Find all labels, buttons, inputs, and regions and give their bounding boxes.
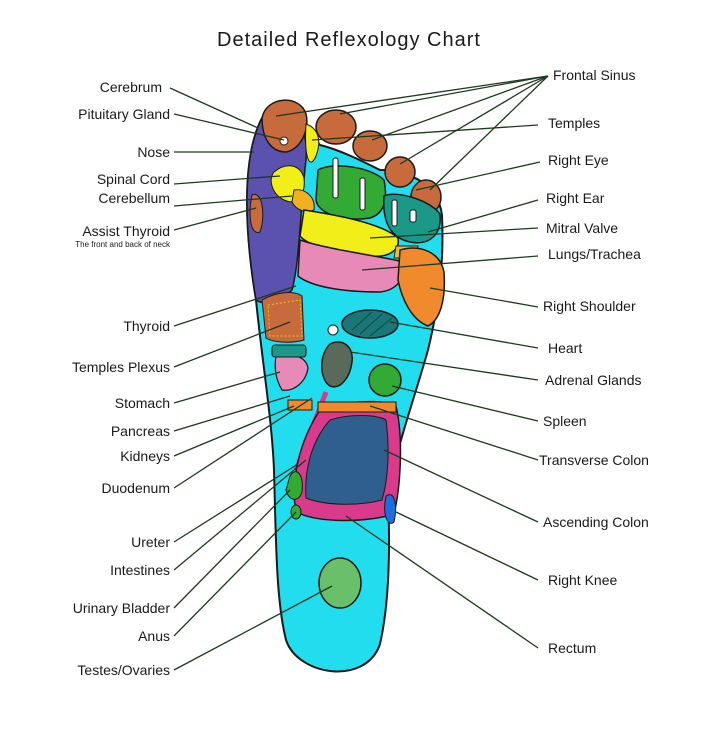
intestine-inner bbox=[305, 415, 389, 505]
label-assist-thyroid: Assist Thyroid bbox=[82, 223, 170, 239]
label-cerebrum: Cerebrum bbox=[100, 79, 162, 95]
pancreas-orange bbox=[287, 399, 313, 411]
label-thyroid: Thyroid bbox=[123, 318, 170, 334]
shoulder-orange bbox=[397, 247, 446, 327]
right-labels: Frontal Sinus Temples Right Eye Right Ea… bbox=[539, 67, 649, 656]
knee-blue bbox=[384, 494, 397, 524]
neck-strip bbox=[249, 193, 264, 233]
label-right-eye: Right Eye bbox=[548, 152, 609, 168]
transverse-colon-bar bbox=[317, 401, 397, 413]
label-spleen: Spleen bbox=[543, 413, 587, 429]
toe-4 bbox=[384, 156, 416, 188]
leader-lines bbox=[169, 75, 549, 671]
heart-dot bbox=[327, 324, 339, 336]
label-mitral-valve: Mitral Valve bbox=[546, 220, 618, 236]
toe-gap-2 bbox=[359, 177, 366, 211]
toe-3 bbox=[352, 130, 388, 162]
stomach-teal bbox=[271, 344, 307, 358]
toe-2 bbox=[315, 109, 357, 145]
label-pituitary-gland: Pituitary Gland bbox=[78, 106, 170, 122]
toe-gap-3 bbox=[391, 199, 398, 227]
label-anus: Anus bbox=[138, 628, 170, 644]
toe-gap-4 bbox=[409, 209, 417, 223]
heart-hatch bbox=[351, 311, 393, 337]
label-right-knee: Right Knee bbox=[548, 572, 617, 588]
label-kidneys: Kidneys bbox=[120, 448, 170, 464]
eye-green bbox=[315, 165, 387, 220]
thyroid-strip bbox=[261, 292, 305, 343]
label-rectum: Rectum bbox=[548, 640, 596, 656]
label-stomach: Stomach bbox=[115, 395, 170, 411]
temples-yellow bbox=[305, 123, 320, 163]
label-pancreas: Pancreas bbox=[111, 423, 170, 439]
label-temples: Temples bbox=[548, 115, 600, 131]
spinal-area bbox=[291, 189, 315, 213]
label-right-ear: Right Ear bbox=[546, 190, 605, 206]
label-testes-ovaries: Testes/Ovaries bbox=[77, 662, 170, 678]
label-frontal-sinus: Frontal Sinus bbox=[553, 67, 635, 83]
label-intestines: Intestines bbox=[110, 562, 170, 578]
pituitary-dot bbox=[279, 136, 289, 146]
toe-gap-1 bbox=[332, 157, 339, 199]
label-lungs-trachea: Lungs/Trachea bbox=[548, 246, 641, 262]
label-ureter: Ureter bbox=[131, 534, 170, 550]
label-temples-plexus: Temples Plexus bbox=[72, 359, 170, 375]
label-heart: Heart bbox=[548, 340, 582, 356]
label-nose: Nose bbox=[137, 144, 170, 160]
thyroid-hatch bbox=[267, 299, 303, 337]
testes-green bbox=[318, 557, 362, 609]
bladder-green bbox=[285, 471, 303, 500]
label-spinal-cord: Spinal Cord bbox=[97, 171, 170, 187]
label-adrenal-glands: Adrenal Glands bbox=[545, 372, 642, 388]
adrenal-grey bbox=[321, 341, 353, 388]
label-duodenum: Duodenum bbox=[102, 480, 171, 496]
foot-illustration bbox=[246, 99, 446, 673]
label-transverse-colon: Transverse Colon bbox=[539, 452, 649, 468]
label-urinary-bladder: Urinary Bladder bbox=[73, 600, 171, 616]
spleen-green bbox=[368, 363, 402, 397]
label-cerebellum: Cerebellum bbox=[98, 190, 170, 206]
chart-title: Detailed Reflexology Chart bbox=[217, 29, 481, 51]
label-right-shoulder: Right Shoulder bbox=[543, 298, 636, 314]
label-ascending-colon: Ascending Colon bbox=[543, 514, 649, 530]
label-assist-thyroid-note: The front and back of neck bbox=[75, 240, 171, 249]
left-labels: Cerebrum Pituitary Gland Nose Spinal Cor… bbox=[72, 79, 171, 678]
